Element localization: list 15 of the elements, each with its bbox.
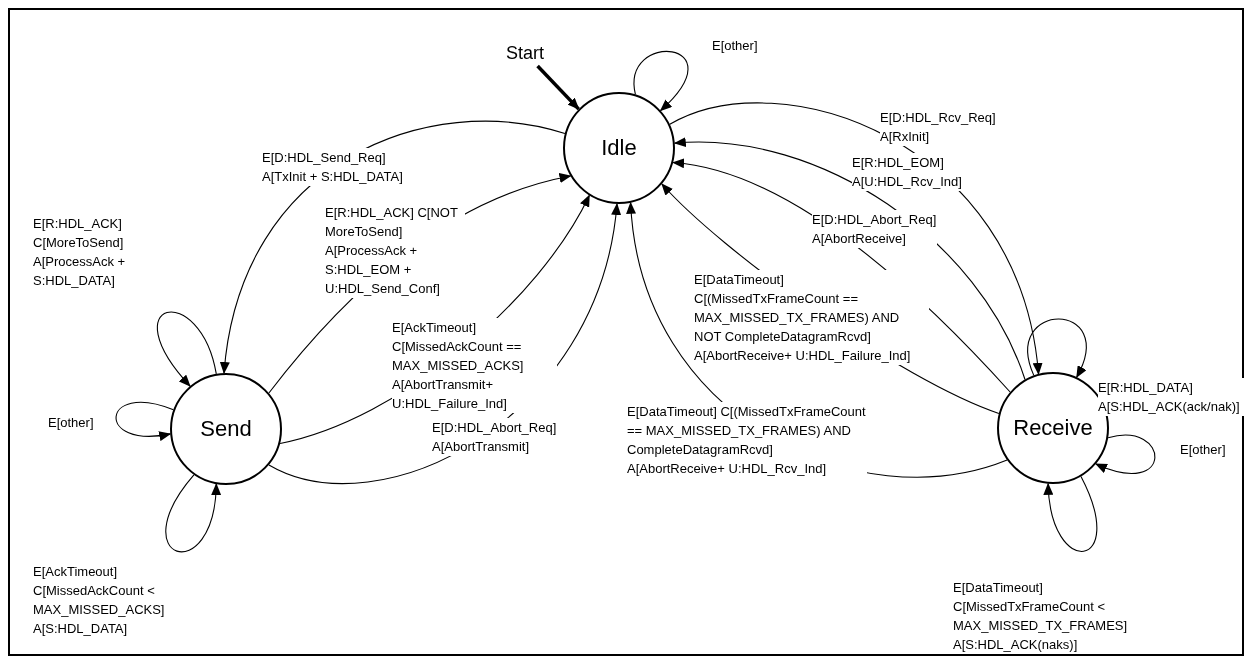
edge-label: E[D:HDL_Abort_Req] A[AbortReceive] <box>812 210 937 248</box>
transition-arrow <box>536 64 580 111</box>
start-label: Start <box>498 40 552 66</box>
state-circle: Idle <box>563 92 675 204</box>
self-loop-arrow <box>1044 475 1098 552</box>
edge-label: E[DataTimeout] C[(MissedTxFrameCount == MAX_MISSED_TX_FRAMES) AND CompleteDatagramRcvd] A[AbortReceive+ U:HDL_Rcv_Ind] <box>627 402 867 478</box>
self-loop-arrow <box>157 311 217 387</box>
self-loop-arrow <box>633 51 689 112</box>
state-circle: Send <box>170 373 282 485</box>
self-loop-arrow <box>165 474 221 553</box>
edge-label: E[DataTimeout] C[(MissedTxFrameCount == MAX_MISSED_TX_FRAMES) AND NOT CompleteDatagramRcvd] A[AbortReceive+ U:HDL_Failure_Ind] <box>694 270 929 365</box>
edge-label: E[AckTimeout] C[MissedAckCount == MAX_MISSED_ACKS] A[AbortTransmit+ U:HDL_Failure_Ind] <box>392 318 557 413</box>
self-loop-arrow <box>115 401 174 441</box>
self-loop-arrow <box>1094 434 1156 474</box>
self-loop-arrow <box>1027 318 1087 379</box>
